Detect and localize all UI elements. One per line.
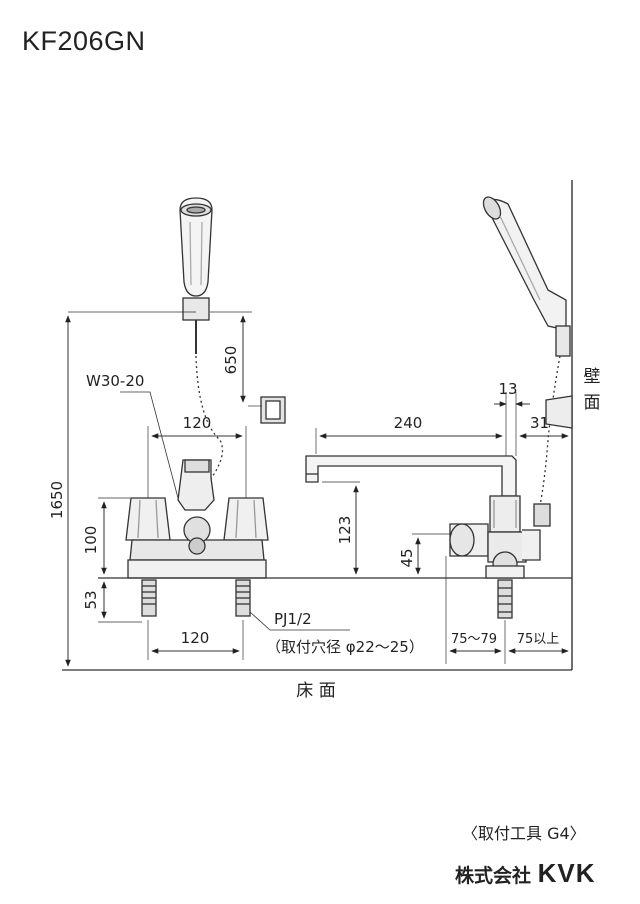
spout-side	[305, 455, 517, 497]
front-dimensions	[65, 311, 350, 667]
label-mount-hole: （取付穴径 φ22～25）	[266, 638, 424, 656]
label-wall-2: 面	[584, 393, 601, 413]
shower-head-side	[482, 196, 571, 357]
dim-240: 240	[394, 414, 423, 432]
wall-hook	[260, 396, 286, 424]
dim-650: 650	[222, 346, 240, 375]
label-floor: 床 面	[296, 681, 335, 701]
dim-53: 53	[82, 590, 100, 609]
dim-1650: 1650	[48, 481, 66, 519]
dim-120-bottom: 120	[181, 629, 210, 647]
company-name: 株式会社	[455, 865, 532, 887]
dim-75-79: 75～79	[451, 632, 497, 647]
label-wall-1: 壁	[584, 367, 601, 387]
company-logo: 株式会社 KVK	[455, 858, 596, 889]
faucet-body-front	[125, 459, 269, 617]
dim-45: 45	[398, 548, 416, 567]
front-view	[125, 197, 286, 617]
dim-123: 123	[336, 516, 354, 545]
brand-name: KVK	[537, 858, 596, 888]
side-view	[305, 196, 573, 619]
label-hook-thread: W30-20	[86, 372, 144, 390]
tool-note: 〈取付工具 G4〉	[462, 824, 586, 843]
dim-120-top: 120	[183, 414, 212, 432]
label-pipe-thread: PJ1/2	[274, 610, 312, 628]
shower-hose-front	[195, 355, 224, 481]
dim-13: 13	[498, 380, 517, 398]
dim-100: 100	[82, 526, 100, 555]
faucet-body-side	[449, 495, 551, 619]
dim-31: 31	[530, 414, 549, 432]
side-dimensions	[315, 392, 569, 664]
shower-head-front	[179, 197, 213, 354]
model-title: KF206GN	[22, 26, 146, 56]
wall-bracket	[545, 395, 573, 429]
dim-75-min: 75以上	[517, 632, 560, 647]
